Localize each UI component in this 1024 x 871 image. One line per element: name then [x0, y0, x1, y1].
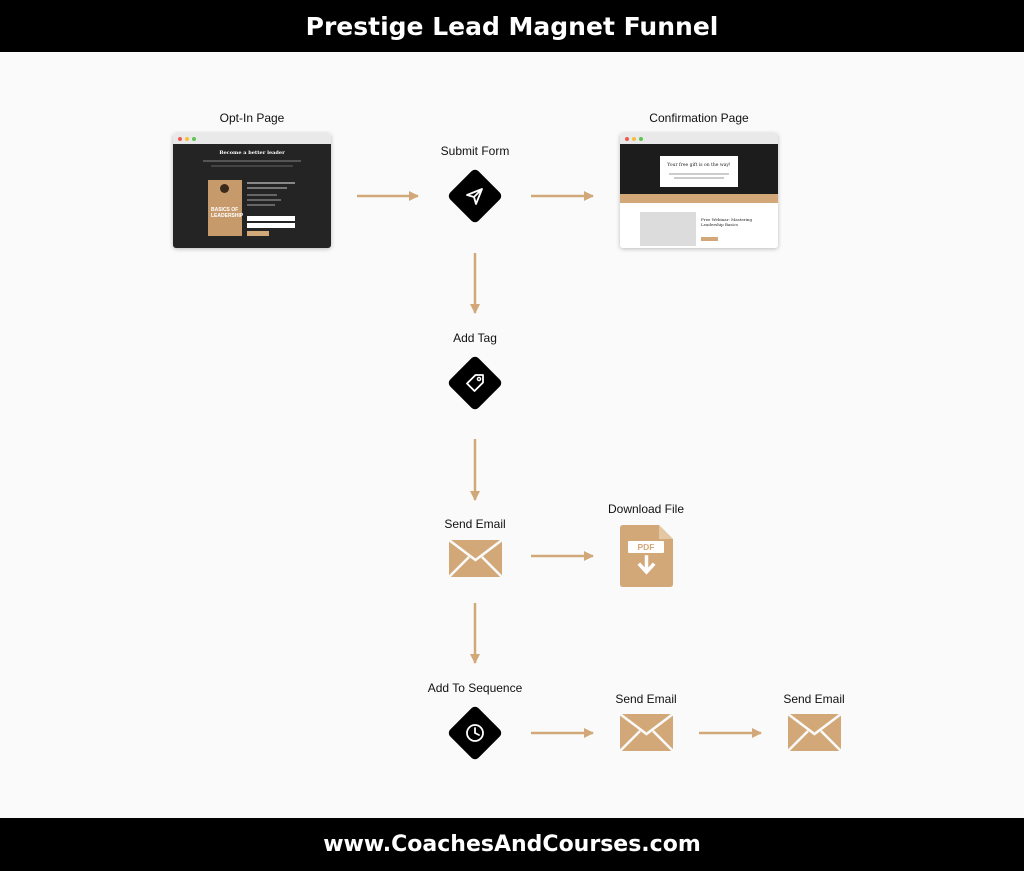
confirmation-card: Your free gift is on the way!: [660, 156, 738, 187]
download-file-label: Download File: [607, 502, 685, 516]
page-title: Prestige Lead Magnet Funnel: [0, 0, 1024, 52]
book-cover: BASICS OF LEADERSHIP: [208, 180, 244, 236]
add-to-sequence-label: Add To Sequence: [427, 681, 523, 695]
envelope-icon: [449, 540, 502, 577]
pdf-download-icon: PDF: [620, 525, 673, 587]
book-title-line1: BASICS OF: [211, 207, 239, 213]
webinar-title-line1: Free Webinar: Mastering: [701, 217, 753, 222]
submit-form-label: Submit Form: [440, 144, 510, 158]
browser-chrome: [620, 133, 778, 144]
send-email-label-2: Send Email: [615, 692, 677, 706]
tag-icon: [466, 374, 484, 392]
send-email-label-3: Send Email: [783, 692, 845, 706]
webinar-photo: [640, 212, 696, 246]
footer-url: www.CoachesAndCourses.com: [0, 818, 1024, 871]
browser-chrome: [173, 133, 331, 144]
confirmation-headline: Your free gift is on the way!: [667, 163, 731, 168]
envelope-icon: [620, 714, 673, 751]
confirmation-page-label: Confirmation Page: [649, 111, 749, 125]
clock-icon: [466, 724, 484, 742]
optin-page-label: Opt-In Page: [219, 111, 285, 125]
send-email-label: Send Email: [444, 517, 506, 531]
webinar-title-line2: Leadership Basics: [701, 222, 738, 227]
pdf-label: PDF: [637, 542, 655, 552]
confirmation-page-preview: Your free gift is on the way! Free Webin…: [620, 133, 778, 248]
add-tag-label: Add Tag: [453, 331, 497, 345]
book-title-line2: LEADERSHIP: [211, 213, 244, 219]
optin-headline: Become a better leader: [219, 150, 285, 156]
envelope-icon: [788, 714, 841, 751]
paper-plane-icon: [466, 188, 483, 205]
optin-page-preview: Become a better leader BASICS OF LEADERS…: [173, 133, 331, 248]
